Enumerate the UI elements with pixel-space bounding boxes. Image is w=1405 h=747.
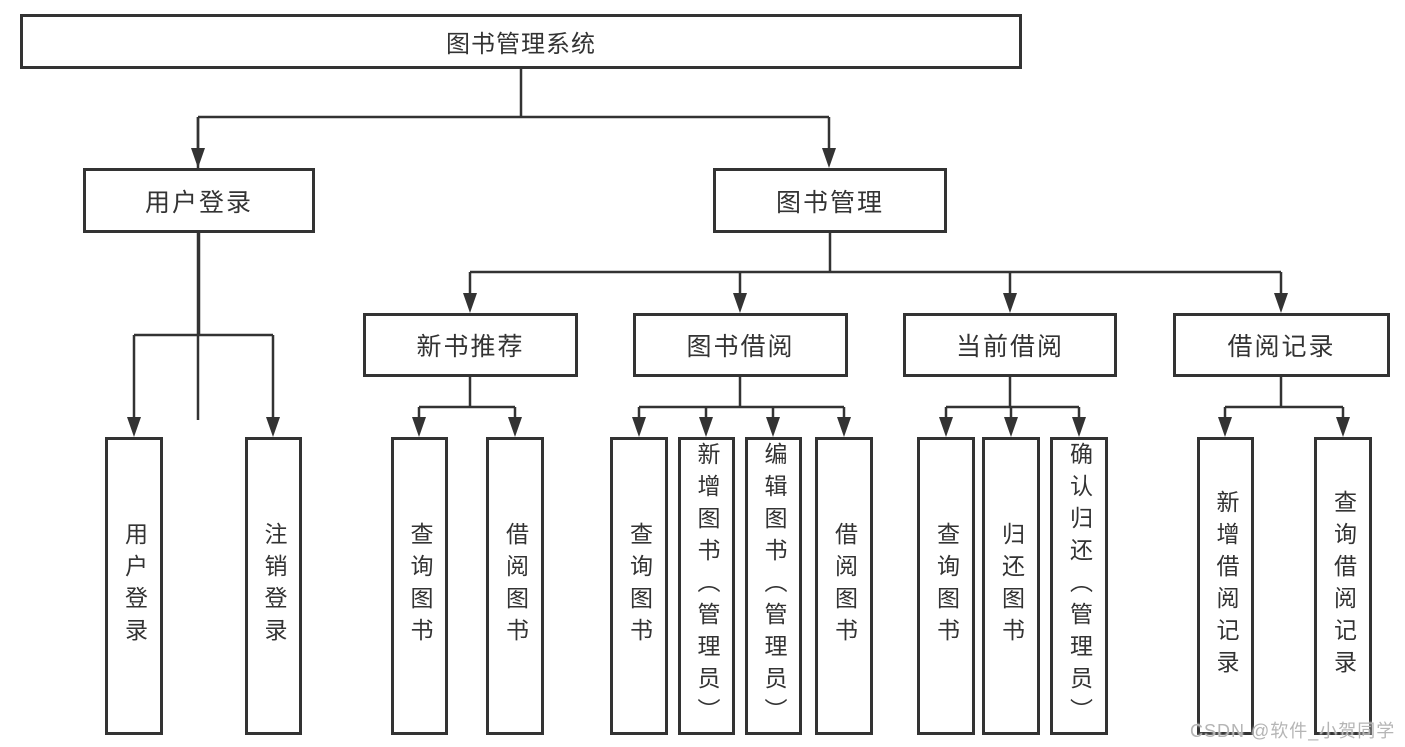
leaf-logout: 注销登录 xyxy=(245,437,302,735)
node-label: 新书推荐 xyxy=(416,333,525,361)
node-label: 查询图书 xyxy=(933,522,960,650)
node-label: 用户登录 xyxy=(121,522,148,650)
node-root-system: 图书管理系统 xyxy=(20,14,1022,69)
csdn-watermark: CSDN @软件_小贺同学 xyxy=(1190,721,1396,741)
leaf-borrow-books-borrowing: 借阅图书 xyxy=(815,437,873,735)
node-label: 注销登录 xyxy=(261,522,287,650)
node-current-borrowing: 当前借阅 xyxy=(903,313,1117,377)
arrowheads xyxy=(127,148,1350,437)
node-label: 借阅图书 xyxy=(831,522,858,650)
leaf-borrow-books-recommendation: 借阅图书 xyxy=(486,437,544,735)
leaf-edit-book-admin: 编辑图书（管理员） xyxy=(745,437,802,735)
node-label: 图书管理系统 xyxy=(446,31,596,58)
leaf-query-books-recommendation: 查询图书 xyxy=(391,437,448,735)
node-label: 图书借阅 xyxy=(686,333,795,361)
node-label: 用户登录 xyxy=(144,188,253,217)
leaf-add-borrow-record: 新增借阅记录 xyxy=(1197,437,1254,735)
node-label: 新增图书（管理员） xyxy=(694,442,720,730)
node-new-book-recommendation: 新书推荐 xyxy=(363,313,578,377)
node-label: 图书管理 xyxy=(775,188,884,217)
node-borrowing-records: 借阅记录 xyxy=(1173,313,1390,377)
node-label: 编辑图书（管理员） xyxy=(761,442,787,730)
leaf-query-borrow-record: 查询借阅记录 xyxy=(1314,437,1372,735)
node-book-borrowing: 图书借阅 xyxy=(633,313,848,377)
node-label: 借阅记录 xyxy=(1227,333,1336,361)
node-label: 当前借阅 xyxy=(955,333,1064,361)
node-label: 查询图书 xyxy=(407,522,433,650)
node-label: 新增借阅记录 xyxy=(1213,490,1239,682)
leaf-query-books-borrowing: 查询图书 xyxy=(610,437,668,735)
leaf-confirm-return-admin: 确认归还（管理员） xyxy=(1050,437,1108,735)
node-label: 借阅图书 xyxy=(502,522,529,650)
leaf-add-book-admin: 新增图书（管理员） xyxy=(678,437,735,735)
node-label: 查询图书 xyxy=(626,522,653,650)
node-label: 确认归还（管理员） xyxy=(1066,442,1093,730)
leaf-return-book: 归还图书 xyxy=(982,437,1040,735)
leaf-user-login: 用户登录 xyxy=(105,437,163,735)
leaf-query-books-current: 查询图书 xyxy=(917,437,975,735)
node-book-management: 图书管理 xyxy=(713,168,947,233)
node-label: 归还图书 xyxy=(998,522,1025,650)
node-user-login: 用户登录 xyxy=(83,168,315,233)
node-label: 查询借阅记录 xyxy=(1330,490,1357,682)
